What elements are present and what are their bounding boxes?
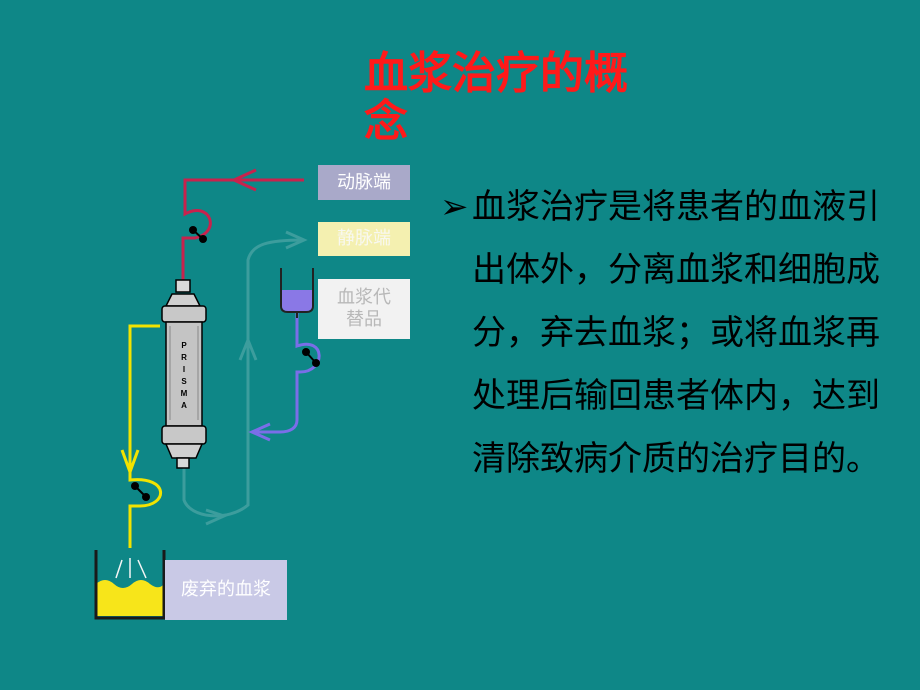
substitute-line bbox=[248, 312, 321, 442]
arterial-pump-icon bbox=[189, 226, 207, 243]
filter-brand-m: M bbox=[181, 389, 188, 398]
drip-lines-icon bbox=[115, 558, 147, 579]
venous-line bbox=[182, 230, 308, 526]
substitute-label: 血浆代替品 bbox=[318, 279, 410, 339]
arterial-label-text: 动脉端 bbox=[337, 171, 391, 193]
filter-brand-i: I bbox=[183, 365, 185, 374]
waste-pump-icon bbox=[131, 482, 150, 501]
arterial-label: 动脉端 bbox=[318, 165, 410, 200]
waste-line bbox=[120, 324, 162, 548]
substitute-pump-icon bbox=[302, 348, 320, 367]
waste-label: 废弃的血浆 bbox=[165, 560, 287, 620]
waste-label-text: 废弃的血浆 bbox=[181, 579, 271, 600]
waste-container-icon bbox=[94, 550, 166, 620]
substitute-bag-icon bbox=[280, 268, 314, 318]
filter-brand-r: R bbox=[181, 353, 187, 362]
bullet-body-text: 血浆治疗是将患者的血液引出体外，分离血浆和细胞成分，弃去血浆；或将血浆再处理后输… bbox=[472, 187, 880, 479]
prisma-filter-icon: P R I S M A bbox=[161, 279, 207, 469]
venous-label: 静脉端 bbox=[318, 222, 410, 256]
filter-brand-p: P bbox=[181, 341, 187, 350]
filter-brand-a: A bbox=[181, 401, 187, 410]
bullet-arrow-icon: ➢ bbox=[440, 187, 469, 227]
arterial-line bbox=[181, 168, 304, 282]
slide-title: 血浆治疗的概念 bbox=[364, 48, 628, 147]
filter-brand-s: S bbox=[181, 377, 187, 386]
substitute-label-text: 血浆代替品 bbox=[337, 287, 391, 330]
venous-label-text: 静脉端 bbox=[337, 228, 391, 249]
